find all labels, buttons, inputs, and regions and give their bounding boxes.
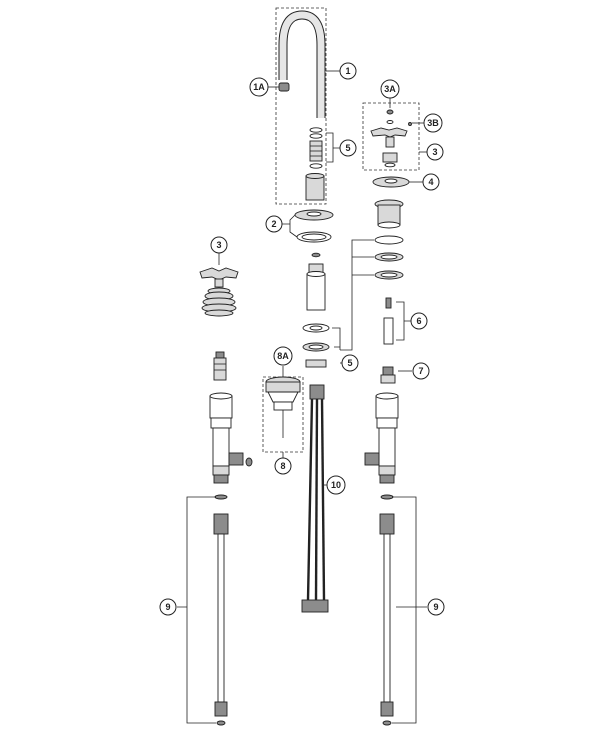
- callout-label: 3: [216, 240, 221, 250]
- callout-7: 7: [412, 362, 430, 380]
- right-cartridge: [380, 374, 396, 384]
- center-hose-fitting: [301, 599, 329, 613]
- right-supply-hose: [383, 533, 391, 703]
- callout-3b: 3B: [423, 113, 443, 133]
- callout-3-right: 3: [426, 143, 444, 161]
- cross-handle: [370, 127, 408, 138]
- spout-oring: [309, 163, 323, 169]
- callout-5-bracket: [332, 239, 374, 351]
- callout-2: 2: [265, 215, 283, 233]
- handle-screw: [386, 109, 394, 115]
- right-oring: [374, 235, 404, 245]
- center-shank: [306, 273, 326, 311]
- callout-label: 3: [432, 147, 437, 157]
- callout-9-bracket-left: [177, 496, 216, 724]
- spout-oring: [309, 133, 323, 139]
- spout-outline: [278, 10, 326, 118]
- center-mounting-nut: [305, 359, 327, 368]
- callout-8a: 8A: [273, 346, 293, 366]
- aerator-part: [278, 82, 290, 92]
- right-supply-washer: [380, 494, 394, 500]
- callout-5-bracket: [326, 132, 340, 163]
- left-hose-nut: [213, 513, 229, 535]
- pin-part: [383, 317, 394, 345]
- callout-9-bracket-right: [392, 496, 427, 724]
- left-cartridge: [213, 357, 227, 381]
- right-valve-body: [378, 427, 396, 467]
- callout-label: 6: [416, 316, 421, 326]
- callout-10: 10: [326, 475, 346, 495]
- callout-label: 10: [331, 480, 341, 490]
- left-supply-hose: [217, 533, 225, 703]
- center-hose: [314, 398, 319, 601]
- callout-label: 9: [165, 602, 170, 612]
- screw-part: [385, 297, 392, 309]
- spout-sleeve: [305, 175, 325, 201]
- callout-8: 8: [274, 457, 292, 475]
- left-cross-handle: [199, 267, 239, 281]
- callout-label: 3A: [384, 84, 396, 94]
- handle-adapter: [382, 152, 398, 163]
- callout-label: 7: [418, 366, 423, 376]
- callout-label: 8: [280, 461, 285, 471]
- callout-label: 1: [345, 66, 350, 76]
- spout-group-frame: [275, 7, 327, 205]
- callout-label: 9: [433, 602, 438, 612]
- callout-label: 3B: [427, 118, 439, 128]
- callout-6: 6: [410, 312, 428, 330]
- center-hose: [320, 398, 326, 601]
- callout-label: 1A: [253, 82, 265, 92]
- callout-5-bottom: 5: [341, 354, 359, 372]
- callout-label: 8A: [277, 351, 289, 361]
- callout-label: 2: [271, 219, 276, 229]
- callout-1: 1: [339, 62, 357, 80]
- callout-5-top: 5: [339, 139, 357, 157]
- left-valve-outlet: [228, 452, 244, 466]
- callout-9-left: 9: [159, 598, 177, 616]
- callout-label: 5: [345, 143, 350, 153]
- center-hose: [306, 398, 314, 601]
- left-valve-body: [212, 427, 230, 467]
- spout-oring: [309, 127, 323, 133]
- callout-label: 4: [428, 177, 433, 187]
- spout-body: [279, 11, 325, 118]
- handle-group-frame: [362, 102, 420, 171]
- callout-label: 5: [347, 358, 352, 368]
- left-supply-washer: [214, 494, 228, 500]
- callout-3a: 3A: [380, 79, 400, 99]
- right-hose-nut: [379, 513, 395, 535]
- callout-2-bracket: [282, 214, 298, 238]
- set-screw: [408, 122, 412, 126]
- callout-4: 4: [422, 173, 440, 191]
- callout-9-right: 9: [427, 598, 445, 616]
- callout-6-bracket: [396, 301, 411, 341]
- right-valve-outlet: [364, 452, 380, 466]
- callout-3-left: 3: [210, 236, 228, 254]
- callout-1a: 1A: [249, 77, 269, 97]
